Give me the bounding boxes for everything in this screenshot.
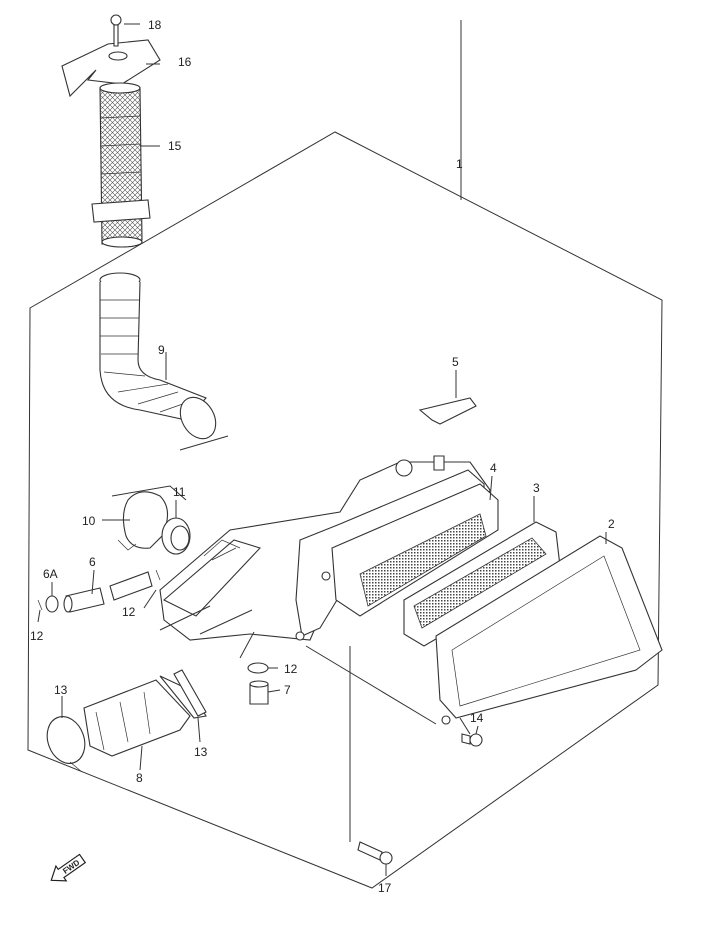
part-14-bolt	[461, 733, 483, 747]
label-part-17: 17	[378, 881, 392, 895]
callout-labels: 1 2 3 4 5 6 6A 7 8 9 10 11 12 12 12 13 1…	[30, 18, 615, 895]
part-9-elbow-hose	[99, 272, 229, 451]
part-2-cover	[435, 535, 663, 725]
part-7-sleeve	[249, 680, 269, 705]
label-part-14: 14	[470, 711, 484, 725]
label-part-4: 4	[490, 461, 497, 475]
label-part-10: 10	[82, 514, 96, 528]
label-part-12-left: 12	[30, 629, 44, 643]
part-12-clip-left	[109, 569, 161, 601]
part-18-screw	[110, 14, 122, 47]
leader-lines	[37, 20, 607, 876]
label-part-6a: 6A	[43, 567, 58, 581]
label-part-5: 5	[452, 355, 459, 369]
label-part-7: 7	[284, 683, 291, 697]
part-4-screen	[331, 483, 499, 617]
forward-arrow: FWD	[50, 853, 87, 882]
label-part-13-left: 13	[54, 683, 68, 697]
part-10-clamp	[111, 485, 187, 551]
part-15-filter-tube	[91, 82, 151, 248]
part-8-intake-boot	[83, 675, 207, 757]
label-part-12-right: 12	[284, 662, 298, 676]
part-6-tube	[63, 587, 105, 613]
label-part-2: 2	[608, 517, 615, 531]
label-part-1: 1	[456, 157, 463, 171]
part-13-clamp-left	[46, 716, 86, 773]
part-13-clamp-right	[173, 669, 207, 717]
assembly-outline	[27, 131, 663, 889]
part-11-grommet	[161, 517, 191, 555]
label-part-9: 9	[158, 343, 165, 357]
label-part-11: 11	[173, 485, 186, 499]
label-part-16: 16	[178, 55, 192, 69]
part-17-bolt	[357, 841, 393, 865]
label-part-18: 18	[148, 18, 162, 32]
label-part-6: 6	[89, 555, 96, 569]
label-part-15: 15	[168, 139, 182, 153]
label-part-3: 3	[533, 481, 540, 495]
label-part-12-middle: 12	[122, 605, 136, 619]
label-part-13-right: 13	[194, 745, 208, 759]
part-6a-fitting	[37, 595, 59, 613]
label-part-8: 8	[136, 771, 143, 785]
part-3-element	[403, 521, 561, 647]
part-5-bracket	[418, 397, 477, 425]
part-12-clip-center	[247, 662, 269, 674]
